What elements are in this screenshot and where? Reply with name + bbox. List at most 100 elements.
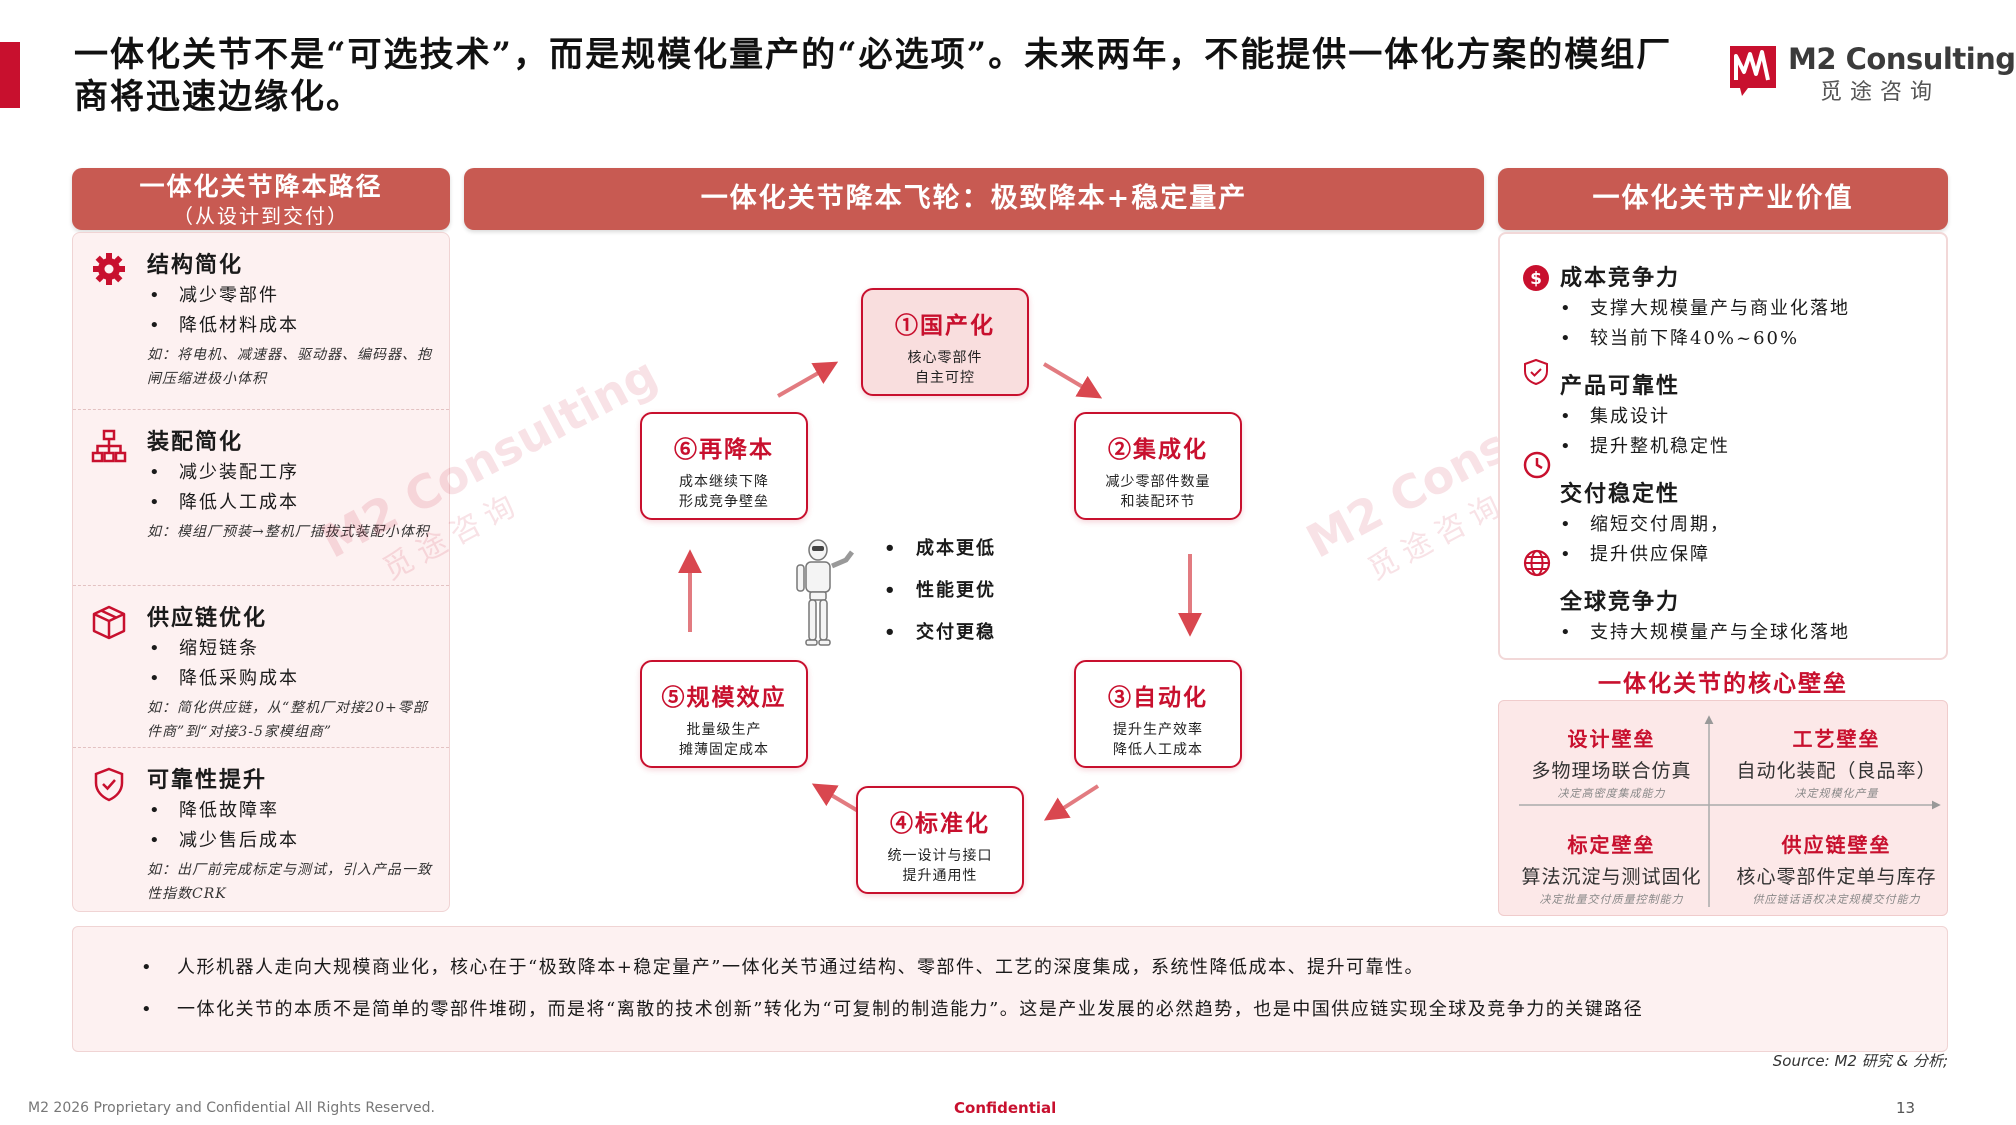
- node-desc: 批量级生产 摊薄固定成本: [642, 720, 806, 760]
- cost-reduction-path-panel: 结构简化 减少零部件 降低材料成本 如：将电机、减速器、驱动器、编码器、抱闸压缩…: [72, 232, 450, 912]
- company-logo: M2 Consulting 觅途咨询: [1728, 40, 2016, 105]
- left-section-bullets: 缩短链条 降低采购成本: [147, 634, 299, 694]
- node-desc-line: 减少零部件数量: [1105, 474, 1211, 490]
- left-panel-subtitle: （从设计到交付）: [173, 204, 349, 228]
- svg-text:$: $: [1530, 269, 1542, 289]
- node-title: ⑥再降本: [674, 436, 774, 463]
- moat-title: 供应链壁垒: [1781, 833, 1892, 857]
- flywheel-node-automation: ③自动化 提升生产效率 降低人工成本: [1074, 660, 1242, 768]
- moat-process: 工艺壁垒 自动化装配（良品率） 决定规模化产量: [1724, 723, 1949, 801]
- flywheel-node-further-reduction: ⑥再降本 成本继续下降 形成竞争壁垒: [640, 412, 808, 520]
- node-title: ⑤规模效应: [661, 684, 787, 711]
- left-section-note: 如：出厂前完成标定与测试，引入产品一致性指数CRK: [147, 862, 432, 902]
- bullet-item: 降低材料成本: [147, 311, 299, 341]
- moat-design: 设计壁垒 多物理场联合仿真 决定高密度集成能力: [1499, 723, 1724, 801]
- left-section-supply-chain: 供应链优化 缩短链条 降低采购成本 如：简化供应链，从“整机厂对接20+零部件商…: [73, 585, 449, 747]
- left-section-bullets: 降低故障率 减少售后成本: [147, 796, 299, 856]
- right-section-title: 产品可靠性: [1560, 373, 1681, 399]
- left-section-note: 如：将电机、减速器、驱动器、编码器、抱闸压缩进极小体积: [147, 347, 432, 387]
- cost-flywheel: M2 Consulting 觅途咨询 M2 Consulting 觅途咨询 ①国…: [313, 238, 1651, 918]
- left-section-assembly: 装配简化 减少装配工序 降低人工成本 如：模组厂预装→整机厂插拔式装配小体积: [73, 409, 449, 585]
- moat-text: 自动化装配（良品率）: [1736, 760, 1937, 782]
- core-moat-title: 一体化关节的核心壁垒: [1598, 670, 1848, 697]
- node-desc-line: 提升生产效率: [1113, 722, 1203, 738]
- right-section-title: 成本竞争力: [1560, 265, 1681, 291]
- summary-box: 人形机器人走向大规模商业化，核心在于“极致降本+稳定量产”一体化关节通过结构、零…: [72, 926, 1948, 1052]
- left-section-reliability: 可靠性提升 降低故障率 减少售后成本 如：出厂前完成标定与测试，引入产品一致性指…: [73, 747, 449, 911]
- bullet-item: 支持大规模量产与全球化落地: [1560, 618, 1850, 648]
- org-chart-icon: [91, 429, 127, 463]
- bullet-item: 缩短交付周期，: [1560, 510, 1730, 540]
- node-desc-line: 提升通用性: [902, 868, 978, 884]
- right-section-title: 全球竞争力: [1560, 589, 1681, 615]
- outcome-item: 交付更稳: [884, 612, 996, 654]
- m2-logo-mark-icon: [1730, 46, 1776, 96]
- left-section-note: 如：简化供应链，从“整机厂对接20+零部件商”到“对接3-5家模组商”: [147, 700, 428, 740]
- page-number: 13: [1896, 1099, 1916, 1117]
- moat-text: 多物理场联合仿真: [1531, 760, 1692, 782]
- flywheel-node-integration: ②集成化 减少零部件数量 和装配环节: [1074, 412, 1242, 520]
- node-desc: 成本继续下降 形成竞争壁垒: [642, 472, 806, 512]
- right-section-title: 交付稳定性: [1560, 481, 1681, 507]
- package-icon: [92, 605, 126, 640]
- left-section-bullets: 减少零部件 降低材料成本: [147, 281, 299, 341]
- bullet-item: 降低人工成本: [147, 488, 299, 518]
- left-panel-header: 一体化关节降本路径 （从设计到交付）: [72, 168, 450, 230]
- flywheel-outcomes: 成本更低 性能更优 交付更稳: [884, 528, 996, 654]
- footer-copyright: M2 2026 Proprietary and Confidential All…: [28, 1100, 435, 1116]
- node-desc: 核心零部件 自主可控: [863, 348, 1027, 388]
- bullet-item: 支撑大规模量产与商业化落地: [1560, 294, 1850, 324]
- flywheel-node-localization: ①国产化 核心零部件 自主可控: [861, 288, 1029, 396]
- moat-note: 决定规模化产量: [1794, 787, 1879, 800]
- node-title: ②集成化: [1108, 436, 1208, 463]
- node-desc-line: 自主可控: [915, 370, 975, 386]
- node-desc-line: 核心零部件: [907, 350, 983, 366]
- dollar-icon: $: [1523, 265, 1549, 291]
- node-desc-line: 降低人工成本: [1113, 742, 1203, 758]
- accent-bar: [0, 42, 20, 108]
- flywheel-node-standardization: ④标准化 统一设计与接口 提升通用性: [856, 786, 1024, 894]
- moat-axes: [1519, 715, 1941, 907]
- node-title: ①国产化: [895, 312, 995, 339]
- arrow-6-to-1: [777, 361, 839, 398]
- right-section-bullets: 支撑大规模量产与商业化落地 较当前下降40%~60%: [1560, 294, 1850, 354]
- moat-calibration: 标定壁垒 算法沉淀与测试固化 决定批量交付质量控制能力: [1499, 829, 1724, 907]
- bullet-item: 缩短链条: [147, 634, 299, 664]
- left-section-title: 可靠性提升: [147, 767, 268, 793]
- shield-check-icon: [1524, 358, 1548, 386]
- moat-title: 标定壁垒: [1567, 833, 1656, 857]
- moat-text: 核心零部件定单与库存: [1736, 866, 1937, 888]
- shield-check-icon: [94, 767, 124, 802]
- globe-icon: [1523, 549, 1551, 577]
- mid-panel-header: 一体化关节降本飞轮：极致降本+稳定量产: [464, 168, 1484, 230]
- right-section-bullets: 集成设计 提升整机稳定性: [1560, 402, 1730, 462]
- node-desc-line: 摊薄固定成本: [679, 742, 769, 758]
- logo-name: M2 Consulting: [1788, 42, 2016, 76]
- left-section-structure: 结构简化 减少零部件 降低材料成本 如：将电机、减速器、驱动器、编码器、抱闸压缩…: [73, 233, 449, 409]
- summary-item: 人形机器人走向大规模商业化，核心在于“极致降本+稳定量产”一体化关节通过结构、零…: [177, 947, 1643, 989]
- arrow-3-to-4: [1043, 784, 1100, 821]
- summary-item: 一体化关节的本质不是简单的零部件堆砌，而是将“离散的技术创新”转化为“可复制的制…: [177, 989, 1643, 1031]
- right-panel-header: 一体化关节产业价值: [1498, 168, 1948, 230]
- flywheel-node-scale-effect: ⑤规模效应 批量级生产 摊薄固定成本: [640, 660, 808, 768]
- moat-title: 工艺壁垒: [1792, 727, 1881, 751]
- moat-text: 算法沉淀与测试固化: [1521, 866, 1702, 888]
- left-section-bullets: 减少装配工序 降低人工成本: [147, 458, 299, 518]
- page-headline: 一体化关节不是“可选技术”，而是规模化量产的“必选项”。未来两年，不能提供一体化…: [74, 35, 1673, 117]
- moat-note: 供应链话语权决定规模交付能力: [1752, 893, 1921, 906]
- bullet-item: 提升整机稳定性: [1560, 432, 1730, 462]
- node-title: ④标准化: [890, 810, 990, 837]
- node-title: ③自动化: [1108, 684, 1208, 711]
- arrow-1-to-2: [1042, 362, 1103, 399]
- gear-icon: [93, 253, 125, 285]
- logo-cn: 觅途咨询: [1820, 80, 1941, 105]
- core-moat-matrix: 设计壁垒 多物理场联合仿真 决定高密度集成能力 工艺壁垒 自动化装配（良品率） …: [1498, 700, 1948, 916]
- bullet-item: 减少零部件: [147, 281, 299, 311]
- moat-supply-chain: 供应链壁垒 核心零部件定单与库存 供应链话语权决定规模交付能力: [1724, 829, 1949, 907]
- right-section-bullets: 支持大规模量产与全球化落地: [1560, 618, 1850, 648]
- humanoid-robot-icon: [796, 539, 854, 646]
- source-note: Source: M2 研究 & 分析;: [1772, 1052, 1948, 1070]
- bullet-item: 提升供应保障: [1560, 540, 1730, 570]
- left-section-title: 结构简化: [147, 252, 244, 278]
- bullet-item: 降低采购成本: [147, 664, 299, 694]
